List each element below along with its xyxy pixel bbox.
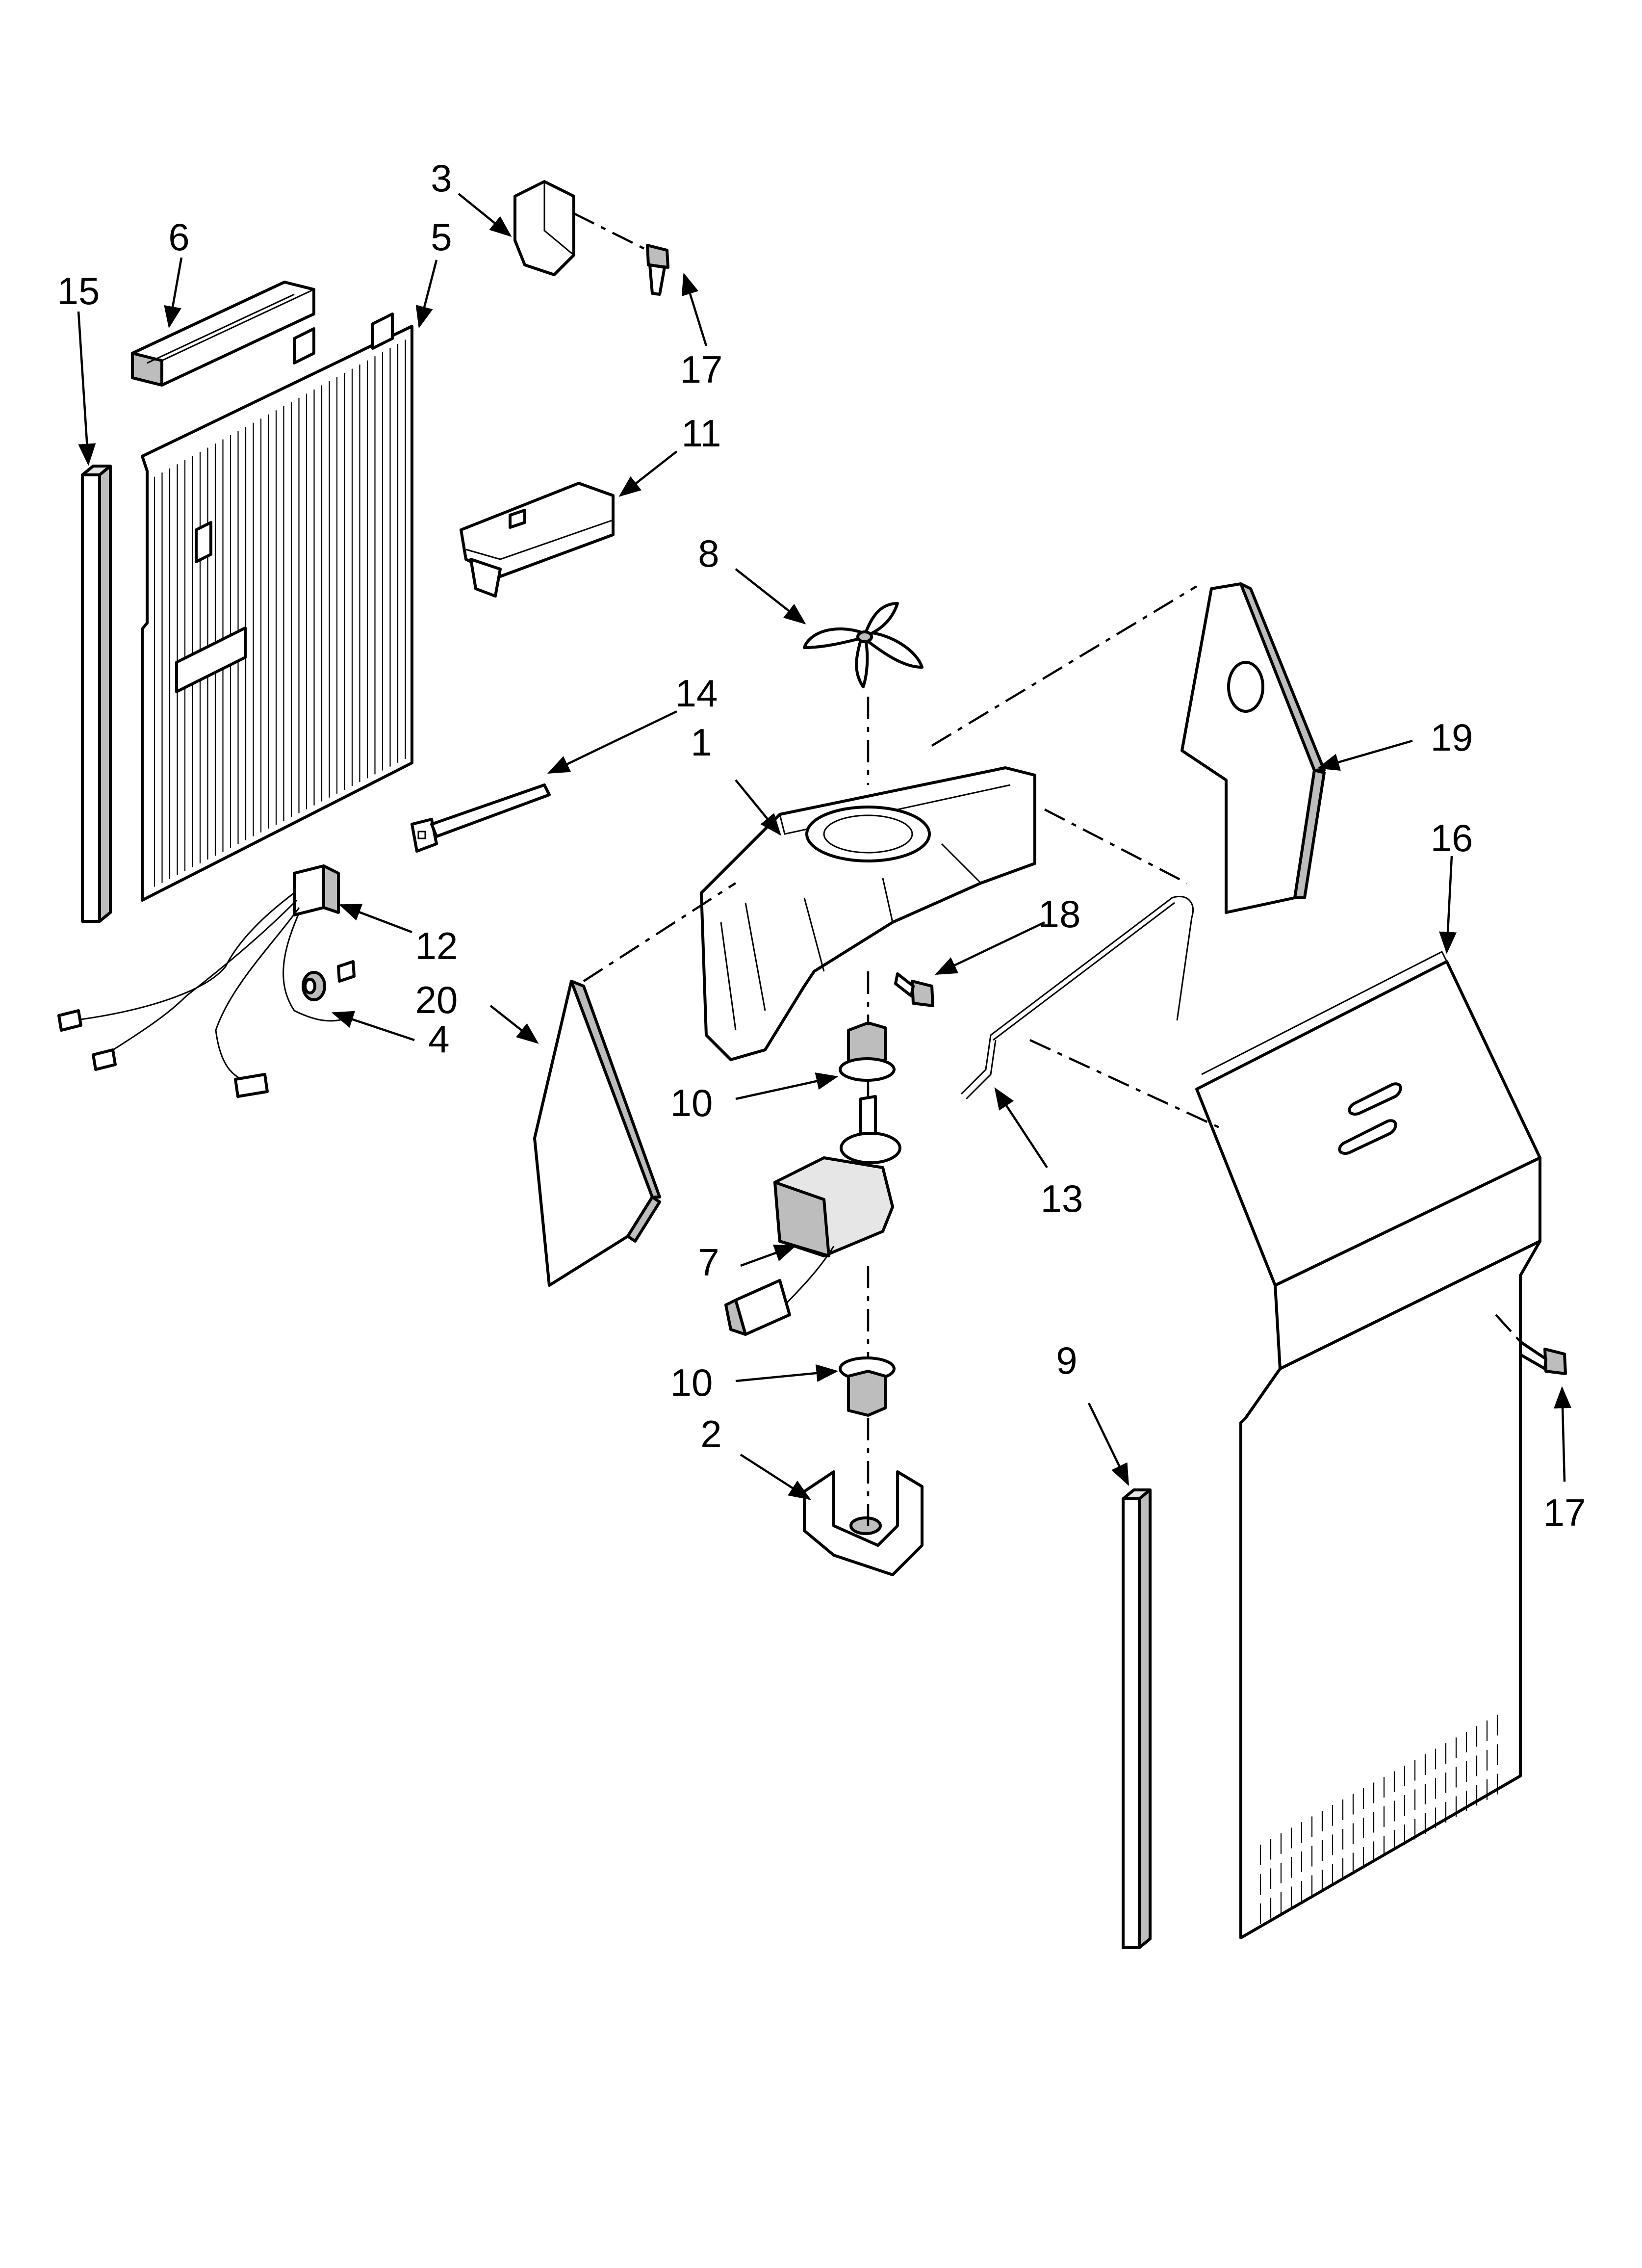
callout-12: 12	[415, 924, 458, 967]
callout-6: 6	[168, 215, 189, 259]
part-9-right-seal-strip	[1122, 1488, 1152, 1949]
part-11-bracket	[460, 482, 615, 598]
part-12-wire-harness	[57, 864, 356, 1098]
callout-14: 14	[675, 672, 718, 715]
callout-10-upper: 10	[670, 1081, 713, 1124]
part-15-left-seal-strip	[81, 465, 112, 923]
callout-9: 9	[1056, 1339, 1077, 1382]
callout-18: 18	[1038, 892, 1081, 936]
callout-labels: 1 2 3 4 5 6 7 8 9 10 10 11 12 13 14 15 1…	[57, 156, 1586, 1534]
part-17-screw-top	[646, 244, 669, 296]
part-14-cable-tie	[410, 783, 551, 853]
part-8-fan-blade	[803, 602, 924, 688]
part-18-screw	[894, 972, 934, 1007]
part-4-grommet	[302, 971, 326, 1001]
callout-8: 8	[698, 532, 719, 575]
part-3-cap	[513, 180, 575, 276]
callout-7: 7	[698, 1241, 719, 1284]
part-16-rear-panel	[1195, 950, 1541, 1939]
callout-4: 4	[428, 1017, 449, 1061]
part-5-evaporator-cover	[141, 313, 413, 902]
part-10-grommet-lower	[839, 1356, 896, 1417]
callout-5: 5	[431, 215, 452, 259]
callout-17-right: 17	[1543, 1491, 1586, 1534]
callout-3: 3	[431, 156, 452, 200]
part-10-grommet-upper	[839, 1021, 896, 1082]
part-20-left-insulation	[533, 980, 661, 1287]
callout-10-lower: 10	[670, 1361, 713, 1404]
part-2-motor-bracket	[803, 1470, 924, 1576]
alignment-lines	[573, 212, 1521, 1526]
part-1-fan-shroud	[700, 766, 1036, 1061]
callout-11: 11	[682, 412, 721, 455]
callout-17-top: 17	[680, 348, 723, 391]
callout-2: 2	[700, 1412, 721, 1456]
part-13-wire-frame	[960, 895, 1194, 1100]
callout-16: 16	[1431, 816, 1473, 860]
callout-13: 13	[1041, 1177, 1083, 1220]
callout-20: 20	[415, 978, 458, 1021]
part-6-cover-trim	[131, 281, 315, 387]
callout-15: 15	[57, 269, 100, 313]
callout-1: 1	[691, 721, 712, 764]
part-17-screw-right	[1518, 1340, 1567, 1375]
leader-lines	[77, 193, 1572, 1500]
callout-19: 19	[1431, 716, 1473, 759]
part-19-right-insulation	[1180, 582, 1326, 914]
part-7-fan-motor	[724, 1095, 901, 1336]
